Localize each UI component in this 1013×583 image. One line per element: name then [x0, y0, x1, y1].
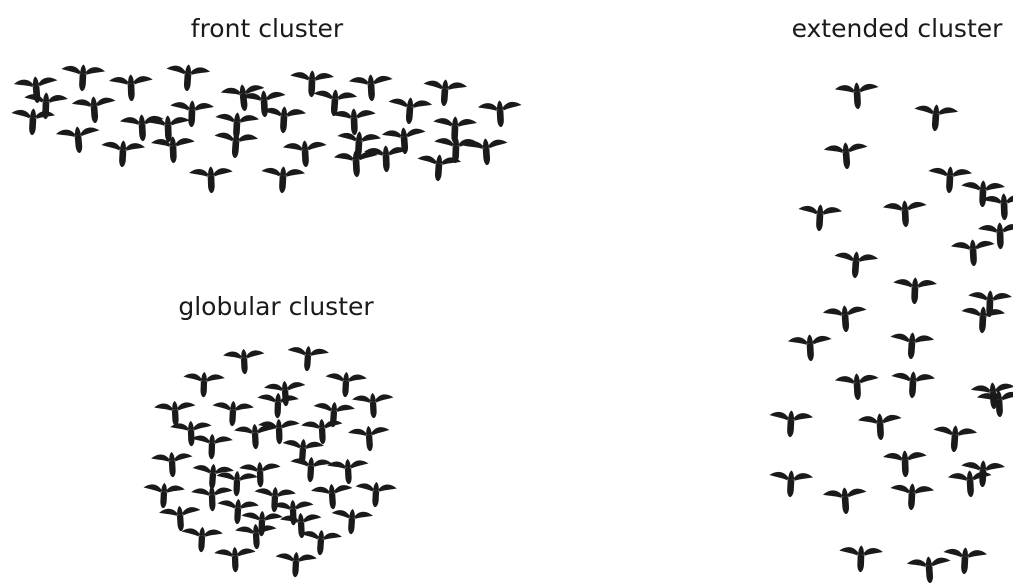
bird-silhouette-icon — [71, 94, 117, 125]
bird-silhouette-icon — [960, 305, 1006, 335]
bird-silhouette-icon — [263, 379, 307, 408]
extended-cluster-birds — [768, 81, 1013, 583]
bird-silhouette-icon — [169, 420, 213, 447]
front-cluster-birds — [10, 62, 523, 195]
bird-silhouette-icon — [823, 140, 869, 171]
bird-silhouette-icon — [213, 546, 257, 573]
bird-silhouette-icon — [834, 81, 880, 111]
bird-silhouette-icon — [950, 238, 996, 268]
bird-silhouette-icon — [981, 192, 1013, 221]
bird-silhouette-icon — [216, 497, 260, 526]
front-cluster-label: front cluster — [190, 14, 344, 43]
bird-silhouette-icon — [960, 179, 1006, 208]
bird-silhouette-icon — [190, 485, 234, 512]
bird-silhouette-icon — [260, 165, 306, 195]
bird-silhouette-icon — [363, 144, 409, 173]
bird-silhouette-icon — [211, 399, 255, 428]
bird-silhouette-icon — [190, 433, 234, 460]
bird-silhouette-icon — [768, 409, 814, 439]
bird-silhouette-icon — [55, 124, 102, 155]
bird-silhouette-icon — [331, 107, 377, 136]
bird-silhouette-icon — [108, 73, 154, 102]
bird-silhouette-icon — [857, 412, 903, 442]
globular-cluster-birds — [142, 344, 398, 579]
bird-silhouette-icon — [310, 482, 354, 511]
bird-silhouette-icon — [787, 333, 833, 363]
bird-silhouette-icon — [326, 457, 370, 486]
bird-silhouette-icon — [289, 455, 333, 484]
bird-silhouette-icon — [299, 528, 343, 557]
bird-silhouette-icon — [882, 199, 928, 229]
bird-silhouette-icon — [906, 554, 952, 583]
bird-silhouette-icon — [882, 449, 928, 478]
bird-silhouette-icon — [282, 139, 328, 169]
bird-silhouette-icon — [158, 504, 202, 533]
extended-cluster-label: extended cluster — [791, 14, 1003, 43]
bird-silhouette-icon — [100, 139, 146, 169]
bird-silhouette-icon — [890, 370, 936, 400]
bird-silhouette-icon — [271, 499, 315, 526]
bird-silhouette-icon — [142, 481, 186, 510]
bird-silhouette-icon — [797, 203, 843, 233]
bird-silhouette-icon — [182, 371, 226, 398]
bird-silhouette-icon — [256, 392, 300, 419]
bird-silhouette-icon — [330, 507, 374, 536]
bird-silhouette-icon — [240, 510, 284, 537]
globular-cluster-label: globular cluster — [178, 292, 374, 321]
bird-silhouette-icon — [234, 522, 278, 551]
bird-silhouette-icon — [274, 550, 318, 579]
bird-silhouette-icon — [477, 99, 523, 129]
bird-silhouette-icon — [188, 165, 234, 194]
bird-silhouette-icon — [347, 424, 391, 453]
bird-silhouette-icon — [286, 344, 330, 373]
bird-silhouette-icon — [834, 372, 880, 402]
bird-silhouette-icon — [222, 347, 266, 376]
bird-silhouette-icon — [892, 276, 938, 305]
bird-silhouette-icon — [351, 391, 395, 420]
bird-silhouette-icon — [233, 422, 277, 451]
bird-silhouette-icon — [300, 417, 344, 446]
bird-silhouette-icon — [333, 149, 379, 179]
bird-silhouette-icon — [261, 105, 307, 135]
bird-silhouette-icon — [60, 63, 106, 93]
bird-silhouette-icon — [932, 423, 978, 454]
bird-silhouette-icon — [387, 95, 433, 126]
bird-silhouette-icon — [354, 480, 398, 509]
bird-silhouette-icon — [150, 450, 194, 479]
bird-silhouette-icon — [150, 135, 196, 164]
bird-silhouette-icon — [348, 73, 394, 103]
bird-silhouette-icon — [889, 482, 935, 512]
bird-silhouette-icon — [822, 303, 868, 334]
bird-silhouette-icon — [913, 102, 959, 133]
bird-silhouette-icon — [180, 525, 224, 554]
bird-silhouette-icon — [838, 544, 884, 573]
bird-silhouette-icon — [833, 249, 879, 280]
bird-silhouette-icon — [822, 485, 868, 516]
bird-silhouette-icon — [324, 370, 368, 399]
bird-silhouette-icon — [889, 330, 935, 361]
bird-silhouette-icon — [119, 113, 165, 143]
bird-silhouette-icon — [312, 87, 358, 118]
bird-silhouette-icon — [927, 165, 973, 195]
bird-silhouette-icon — [768, 469, 814, 499]
bird-silhouette-icon — [165, 62, 211, 93]
